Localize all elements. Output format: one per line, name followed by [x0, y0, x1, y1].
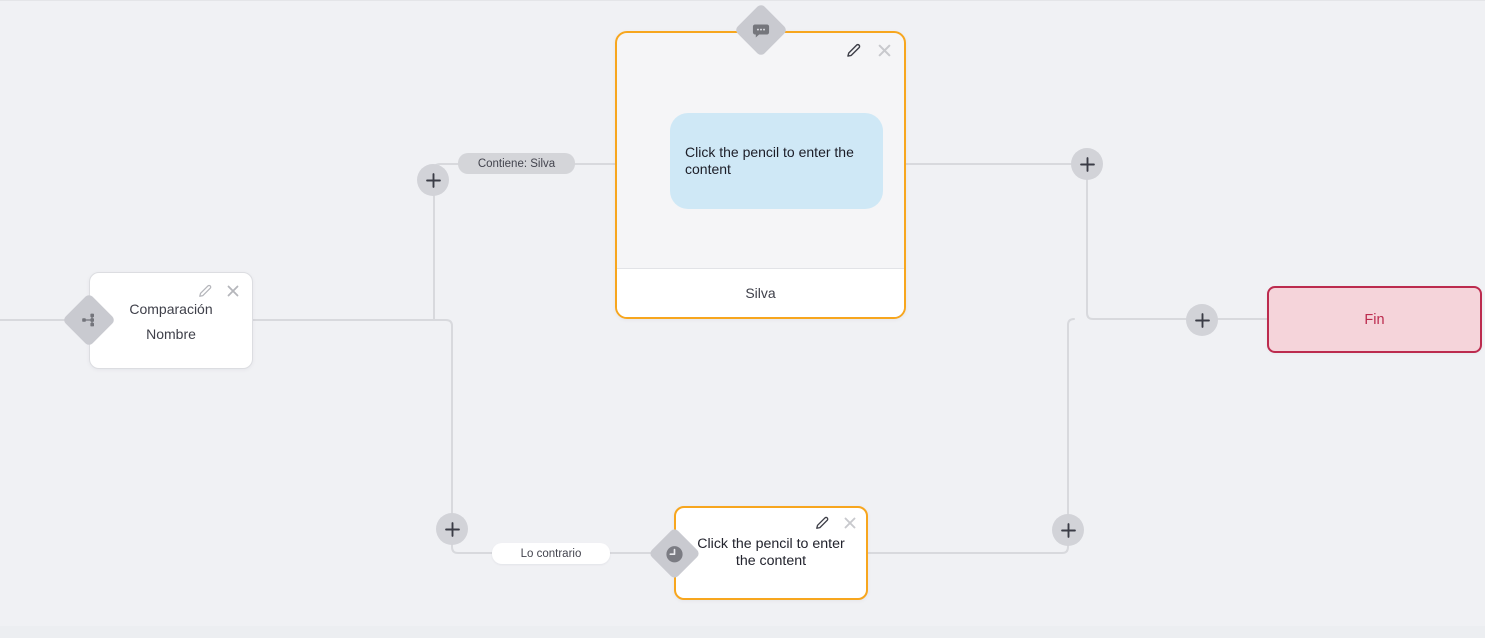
chat-bubble-icon: [752, 21, 771, 40]
close-icon[interactable]: [877, 43, 892, 58]
close-icon[interactable]: [843, 516, 857, 530]
wire-branch-true: [433, 163, 616, 321]
clock-icon: [665, 544, 685, 564]
canvas-bottom-edge: [0, 626, 1485, 638]
plus-icon: [425, 172, 441, 188]
branch-label-contains: Contiene: Silva: [458, 153, 575, 174]
comparison-node-actions: [197, 283, 240, 299]
add-step-button-after-message[interactable]: [1071, 148, 1103, 180]
delay-placeholder-text: Click the pencil to enter the content: [697, 536, 845, 570]
message-preview-bubble: Click the pencil to enter the content: [670, 113, 883, 209]
branch-icon: [80, 311, 98, 329]
add-step-button-branch-false[interactable]: [436, 513, 468, 545]
message-node-handle[interactable]: [734, 3, 788, 57]
plus-icon: [1079, 156, 1095, 172]
pencil-icon[interactable]: [845, 42, 862, 59]
comparison-node[interactable]: Comparación Nombre: [89, 272, 253, 369]
branch-label-contains-text: Contiene: Silva: [477, 157, 556, 170]
comparison-title-line2: Nombre: [146, 326, 196, 342]
comparison-node-title: Comparación Nombre: [90, 297, 252, 347]
end-node[interactable]: Fin: [1267, 286, 1482, 353]
message-node-actions: [845, 42, 892, 59]
delay-node[interactable]: Click the pencil to enter the content: [674, 506, 868, 600]
add-step-button-branch-true[interactable]: [417, 164, 449, 196]
plus-icon: [444, 521, 460, 537]
plus-icon: [1060, 522, 1076, 538]
end-node-label: Fin: [1364, 311, 1385, 328]
delay-node-actions: [814, 515, 857, 531]
delay-node-handle[interactable]: [648, 527, 701, 580]
add-step-button-after-delay[interactable]: [1052, 514, 1084, 546]
message-node-footer: Silva: [617, 268, 904, 317]
pencil-icon[interactable]: [197, 283, 213, 299]
add-step-button-before-end[interactable]: [1186, 304, 1218, 336]
wire-branch-false: [252, 319, 675, 554]
wire-to-end: [1086, 163, 1268, 320]
wire-delay-out: [867, 318, 1075, 554]
message-node[interactable]: Click the pencil to enter the content Si…: [615, 31, 906, 319]
plus-icon: [1194, 312, 1210, 328]
close-icon[interactable]: [226, 284, 240, 298]
comparison-title-line1: Comparación: [129, 301, 213, 317]
comparison-node-handle[interactable]: [62, 293, 116, 347]
message-placeholder-text: Click the pencil to enter the content: [685, 143, 854, 177]
branch-label-otherwise: Lo contrario: [492, 543, 610, 564]
branch-label-otherwise-text: Lo contrario: [520, 547, 582, 560]
message-keyword-label: Silva: [745, 285, 776, 301]
pencil-icon[interactable]: [814, 515, 830, 531]
